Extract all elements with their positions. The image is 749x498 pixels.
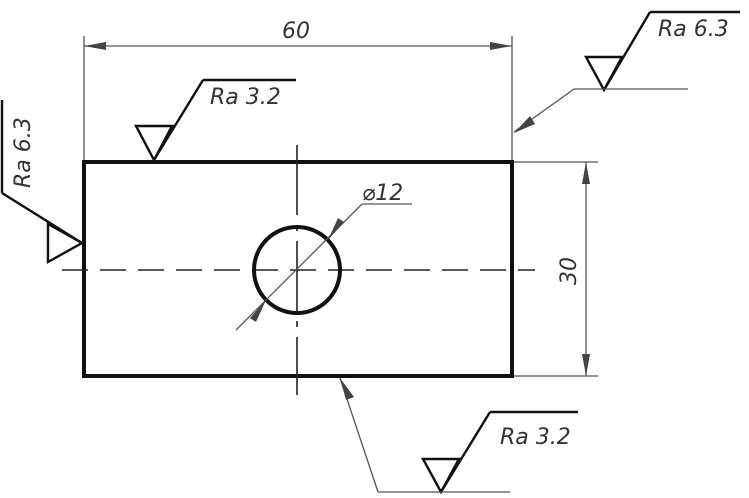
- roughness-label-bottom-face: Ra 3.2: [500, 425, 571, 450]
- hole-diameter-label: ⌀12: [362, 181, 403, 206]
- roughness-symbol-bottom-face: Ra 3.2: [339, 377, 578, 495]
- height-dimension: 30: [514, 161, 598, 377]
- part-outline: [82, 160, 514, 378]
- roughness-symbol-top-right: Ra 6.3: [513, 10, 740, 133]
- width-dimension-label: 60: [282, 19, 310, 44]
- roughness-label-left-face: Ra 6.3: [11, 117, 36, 188]
- hole-diameter-dimension: ⌀12: [235, 181, 412, 331]
- height-dimension-label: 30: [557, 257, 582, 285]
- roughness-label-top-face: Ra 3.2: [210, 85, 281, 110]
- roughness-label-top-right: Ra 6.3: [658, 17, 729, 42]
- roughness-symbol-top-face: Ra 3.2: [134, 78, 296, 163]
- width-dimension: 60: [83, 19, 513, 160]
- roughness-symbol-left-face: Ra 6.3: [0, 100, 85, 265]
- hole: [252, 225, 342, 315]
